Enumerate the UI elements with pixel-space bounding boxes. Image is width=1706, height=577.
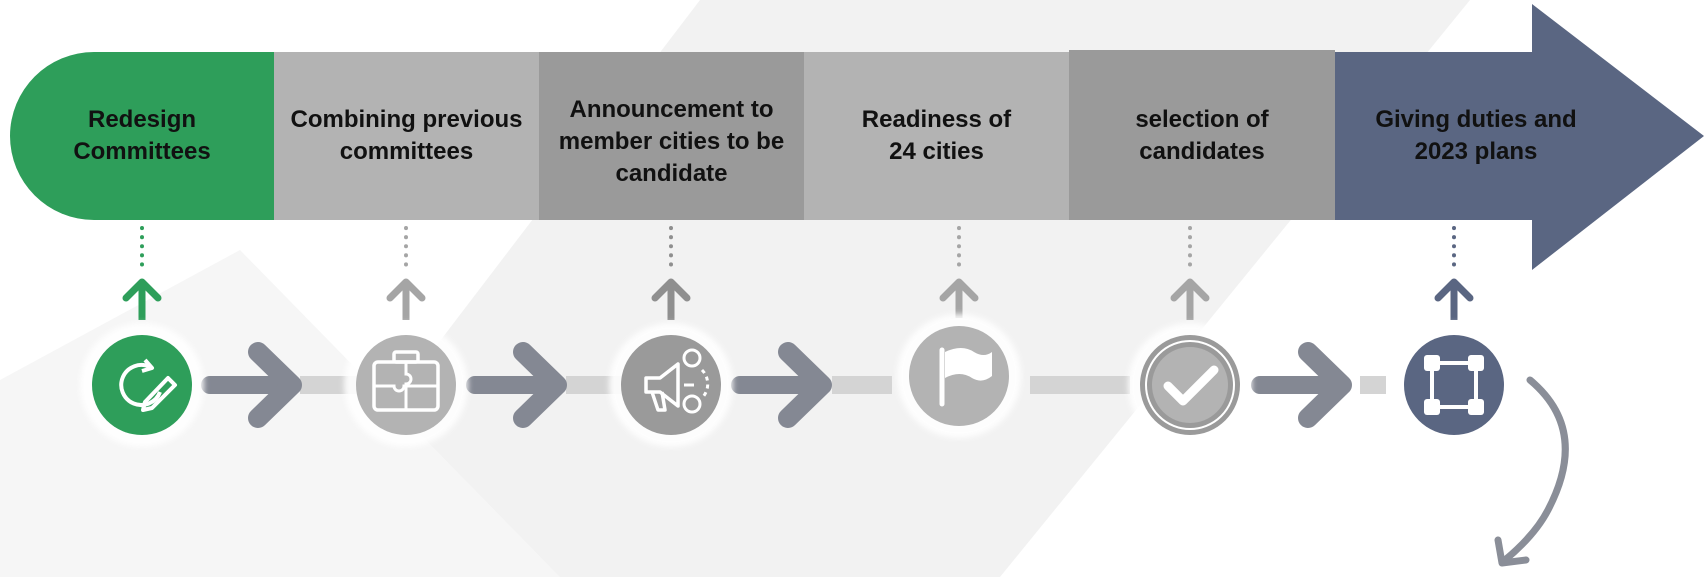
step-1-label: Redesign Committees (73, 106, 211, 165)
flow-arrow-3 (731, 342, 832, 428)
puzzle-briefcase-icon (356, 335, 456, 435)
curved-down-arrow (1494, 376, 1569, 567)
banner-segment-1 (10, 52, 274, 220)
step-2-label: Combining previous committees (290, 106, 523, 165)
step-4-label: Readiness of 24 cities (861, 106, 1012, 165)
connector-2 (386, 226, 426, 320)
connector-3 (651, 226, 691, 320)
step-icons (80, 314, 1516, 447)
timeline-banner (10, 4, 1704, 270)
checkmark-icon (1140, 335, 1240, 435)
refresh-pencil-icon (92, 335, 192, 435)
step-5-label: selection of candidates (1135, 106, 1269, 165)
connector-5 (1170, 226, 1210, 320)
banner-segment-5 (1069, 50, 1335, 220)
banner-segment-2 (274, 52, 539, 220)
flow-arrow-4 (1251, 342, 1352, 428)
flow-arrow-1 (201, 342, 302, 428)
banner-segment-3 (539, 52, 804, 220)
megaphone-people-icon (621, 335, 721, 435)
step-3-label: Announcement to member cities to be cand… (558, 96, 785, 187)
step-connectors (122, 226, 1474, 320)
connector-1 (122, 226, 162, 320)
flow-arrows (201, 342, 1352, 428)
flag-icon (909, 326, 1009, 426)
banner-segment-6-arrow (1335, 4, 1704, 270)
step-6-label: Giving duties and 2023 plans (1375, 106, 1577, 165)
process-track (300, 376, 1386, 394)
flow-arrow-2 (466, 342, 567, 428)
banner-segment-4 (804, 52, 1069, 220)
connector-4 (939, 226, 979, 318)
square-nodes-icon (1404, 335, 1504, 435)
connector-6 (1434, 226, 1474, 320)
